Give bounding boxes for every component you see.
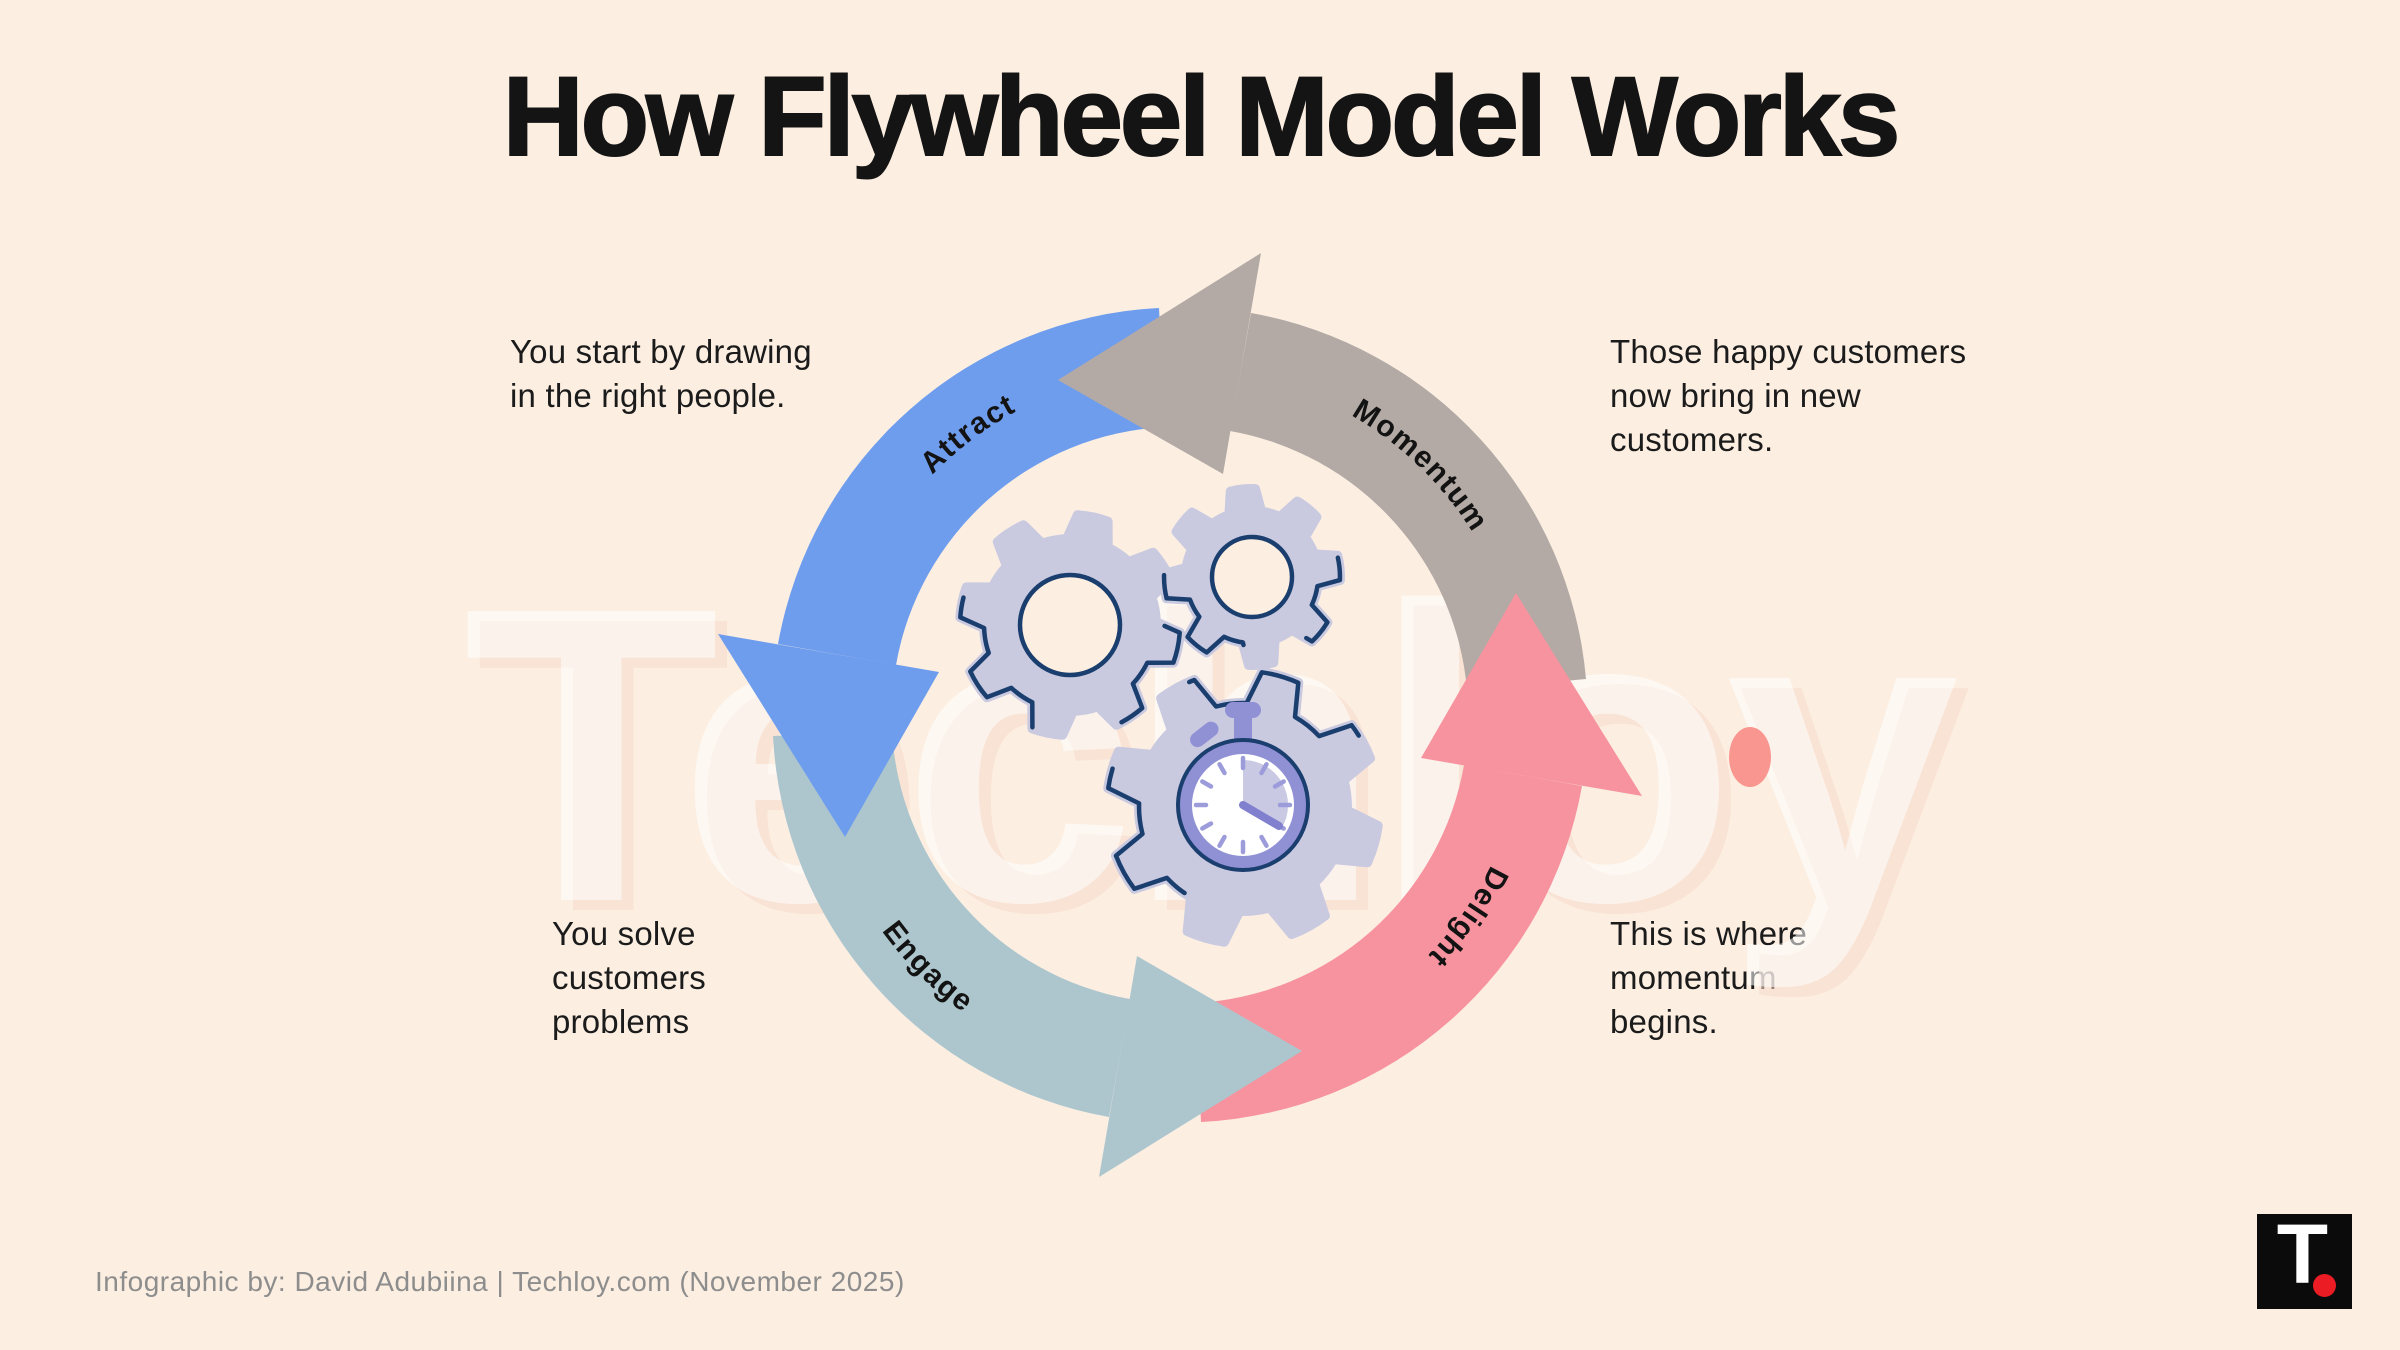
- annotation-delight: This is where momentum begins.: [1610, 912, 1807, 1044]
- stopwatch-icon: [1176, 702, 1310, 872]
- flywheel-bands: [773, 308, 1586, 1122]
- annotation-line: You start by drawing: [510, 333, 812, 370]
- gear-icon: [955, 510, 1185, 740]
- engage-arrowhead-icon: [1099, 956, 1302, 1177]
- watermark-period-dot: [1729, 727, 1771, 787]
- annotation-line: customers.: [1610, 421, 1774, 458]
- annotation-line: This is where: [1610, 915, 1807, 952]
- annotation-attract: You start by drawing in the right people…: [510, 330, 812, 418]
- annotation-line: begins.: [1610, 1003, 1718, 1040]
- annotation-momentum: Those happy customers now bring in new c…: [1610, 330, 1966, 462]
- attract-arrowhead-icon: [718, 634, 939, 837]
- gear-icon: [1159, 484, 1345, 670]
- annotation-line: problems: [552, 1003, 690, 1040]
- annotation-line: customers: [552, 959, 707, 996]
- logo-red-dot-icon: [2313, 1274, 2336, 1297]
- page-title: How Flywheel Model Works: [502, 53, 1902, 180]
- attract-arc: [778, 308, 1165, 665]
- annotation-line: in the right people.: [510, 377, 786, 414]
- momentum-arc: [1230, 313, 1586, 690]
- flywheel-arrowheads: [718, 253, 1642, 1177]
- annotation-line: momentum: [1610, 959, 1777, 996]
- stopwatch-crown-cap: [1225, 702, 1261, 718]
- stopwatch-side-button: [1190, 721, 1219, 748]
- delight-arrowhead-icon: [1421, 593, 1642, 796]
- momentum-arrowhead-icon: [1058, 253, 1261, 474]
- stopwatch-crown-stem: [1234, 712, 1252, 742]
- annotation-line: Those happy customers: [1610, 333, 1967, 370]
- annotation-line: now bring in new: [1610, 377, 1861, 414]
- techloy-logo: T: [2257, 1207, 2352, 1309]
- annotation-engage: You solve customers problems: [552, 912, 706, 1044]
- stopwatch-hand: [1239, 801, 1283, 830]
- delight-arc: [1195, 765, 1582, 1122]
- annotation-line: You solve: [552, 915, 696, 952]
- engage-arc: [773, 730, 1130, 1117]
- footer-credit: Infographic by: David Adubiina | Techloy…: [95, 1266, 905, 1297]
